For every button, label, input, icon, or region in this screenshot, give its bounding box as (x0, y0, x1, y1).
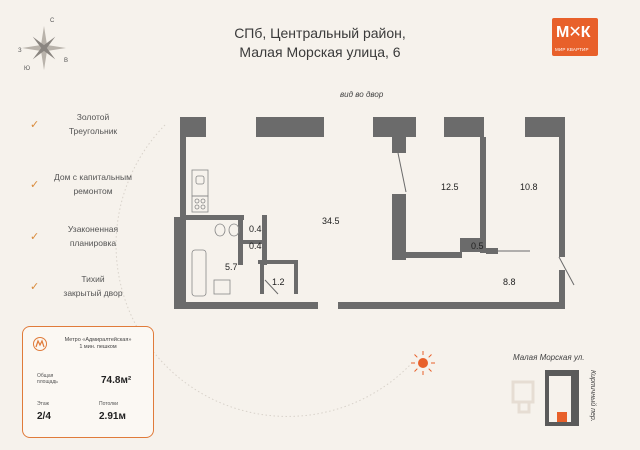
street-label: Малая Морская ул. (513, 353, 585, 362)
info-card: Метро «Адмиралтейская» 1 мин. пешком Общ… (22, 326, 154, 438)
address-line-2: Малая Морская улица, 6 (239, 44, 401, 60)
room-area-label: 8.8 (503, 277, 516, 287)
area-label: Общая площадь (37, 373, 58, 385)
wall-segment (480, 137, 486, 253)
wall-segment (262, 215, 267, 265)
room-area-label: 10.8 (520, 182, 538, 192)
wall-segment (460, 238, 480, 252)
check-icon: ✓ (30, 119, 40, 131)
wall-segment (392, 137, 406, 153)
wall-segment (392, 194, 406, 260)
wall-segment (186, 215, 244, 220)
wall-segment (559, 270, 565, 308)
area-label-line: Общая (37, 373, 54, 379)
feature-item: ✓ Дом с капитальным ремонтом (30, 170, 140, 200)
sun-icon (411, 351, 435, 375)
check-icon: ✓ (30, 281, 40, 293)
lane-label: Кирпичный пер. (589, 370, 596, 422)
logo-caption: МИР КВАРТИР (555, 47, 589, 52)
metro-info: Метро «Адмиралтейская» 1 мин. пешком (53, 337, 143, 351)
feature-item: ✓ Тихий закрытый двор (30, 272, 140, 302)
wall-segment (180, 117, 206, 137)
feature-text: планировка (69, 238, 117, 248)
wall-segment (338, 302, 565, 309)
wall-segment (294, 262, 298, 294)
area-value: 74.8м² (101, 375, 132, 386)
ceiling-value: 2.91м (99, 411, 126, 422)
feature-text: ремонтом (73, 186, 113, 196)
wall-segment (559, 117, 565, 257)
wall-segment (260, 262, 264, 294)
metro-walk: 1 мин. пешком (79, 344, 117, 350)
room-area-label: 0.4 (249, 224, 262, 234)
brand-logo: М✕К МИР КВАРТИР (552, 18, 598, 56)
feature-text: Дом с капитальным (54, 172, 132, 182)
wall-segment (174, 302, 318, 309)
check-icon: ✓ (30, 179, 40, 191)
wall-segment (243, 240, 262, 244)
compass-east-label: В (64, 58, 69, 64)
room-area-label: 1.2 (272, 277, 285, 287)
wall-segment (373, 117, 416, 137)
room-area-label: 0.5 (471, 241, 484, 251)
view-label: вид во двор (340, 90, 384, 99)
address-line-1: СПб, Центральный район, (234, 25, 406, 41)
floor-plan (174, 117, 575, 309)
area-label-line: площадь (37, 379, 58, 385)
wall-segment (404, 252, 462, 258)
metro-icon (33, 337, 47, 351)
wall-segment (258, 260, 298, 264)
compass-rose-icon: С З Ю В (18, 18, 74, 76)
logo-mark: М✕К (556, 24, 590, 41)
wall-segment (180, 117, 186, 217)
room-area-label: 34.5 (322, 216, 340, 226)
floor-value: 2/4 (37, 411, 51, 422)
compass-north-label: С (50, 18, 55, 24)
wall-segment (525, 117, 565, 137)
wall-segment (174, 217, 186, 309)
feature-item: ✓ Узаконенная планировка (30, 222, 140, 252)
wall-segment (444, 117, 484, 137)
feature-text: Тихий (81, 274, 105, 284)
compass-west-label: З (18, 48, 22, 54)
wall-segment (238, 215, 243, 265)
room-area-label: 5.7 (225, 262, 238, 272)
feature-text: Узаконенная (67, 224, 119, 234)
feature-text: закрытый двор (63, 288, 123, 298)
check-icon: ✓ (30, 231, 40, 243)
wall-segment (256, 117, 324, 137)
metro-name: Метро «Адмиралтейская» (64, 337, 132, 343)
room-area-label: 0.4 (249, 241, 262, 251)
location-map (511, 370, 579, 426)
compass-south-label: Ю (24, 66, 31, 72)
room-area-label: 12.5 (441, 182, 459, 192)
feature-text: Треугольник (68, 126, 118, 136)
feature-text: Золотой (76, 112, 110, 122)
wall-segment (486, 248, 498, 254)
ceiling-label: Потолки (99, 401, 119, 407)
floor-label: Этаж (37, 401, 49, 407)
